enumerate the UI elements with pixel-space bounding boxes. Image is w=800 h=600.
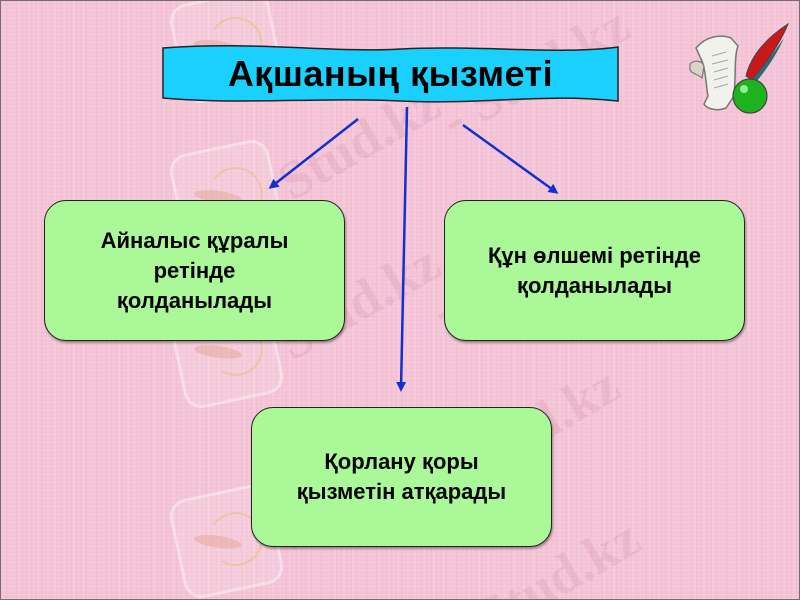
title-banner — [162, 45, 619, 103]
quill-scroll-icon — [689, 22, 790, 114]
box-line: қызметін атқарады — [296, 479, 507, 504]
box-line: қолданылады — [516, 272, 673, 298]
box-line: Қорлану қоры — [324, 449, 479, 474]
arrow-to-left-box — [268, 118, 359, 189]
function-box-medium-of-exchange: Айналыс құралы ретінде қолданылады — [44, 200, 345, 341]
function-box-measure-of-value: Құн өлшемі ретінде қолданылады — [444, 200, 745, 341]
box-line: қолданылады — [116, 287, 273, 313]
arrow-to-right-box — [462, 123, 559, 194]
box-line: ретінде — [153, 257, 236, 283]
box-line: Айналыс құралы — [100, 227, 289, 253]
arrow-to-bottom-box — [396, 106, 409, 392]
box-line: Құн өлшемі ретінде — [487, 242, 702, 268]
function-box-store-of-value: Қорлану қоры қызметін атқарады — [251, 407, 552, 547]
page-title: Ақшаның қызметі — [227, 53, 554, 94]
